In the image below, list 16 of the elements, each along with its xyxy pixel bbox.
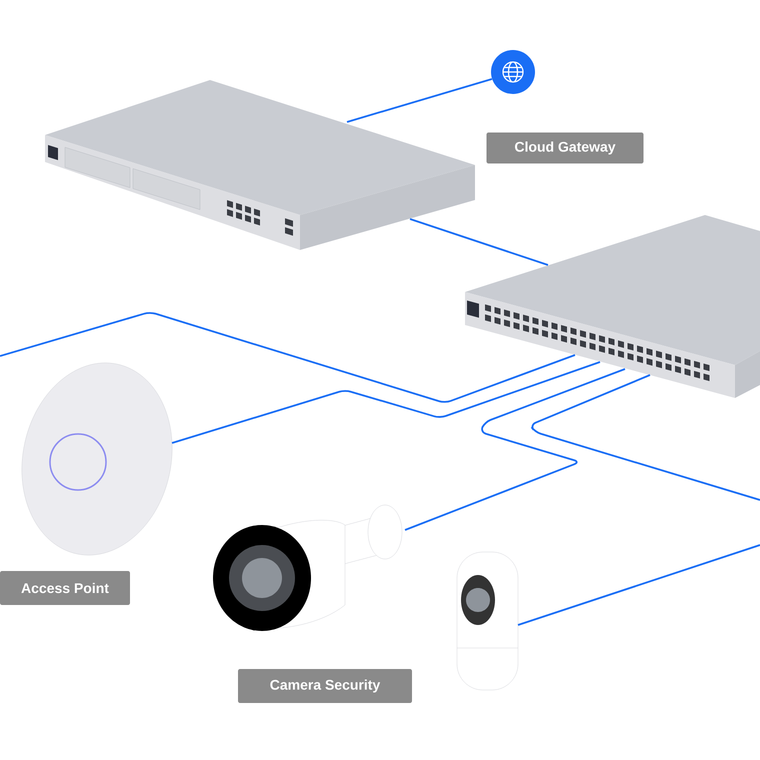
dome-camera-drawing bbox=[456, 552, 518, 690]
cable-line bbox=[410, 218, 548, 266]
switch-drawing bbox=[465, 215, 760, 398]
bullet-camera-drawing bbox=[213, 504, 402, 631]
cable-line bbox=[0, 312, 576, 403]
access-point-drawing bbox=[22, 362, 172, 556]
globe-icon bbox=[491, 50, 535, 94]
cable-line bbox=[530, 374, 760, 501]
cable-line bbox=[172, 361, 600, 444]
cable-line bbox=[346, 78, 492, 123]
label-tag: Cloud Gateway bbox=[486, 132, 644, 164]
label-tag: Camera Security bbox=[238, 669, 412, 703]
cable-line bbox=[404, 368, 626, 531]
cable-line bbox=[518, 544, 760, 626]
label-tag: Access Point bbox=[0, 571, 130, 605]
gateway-drawing bbox=[45, 80, 475, 250]
